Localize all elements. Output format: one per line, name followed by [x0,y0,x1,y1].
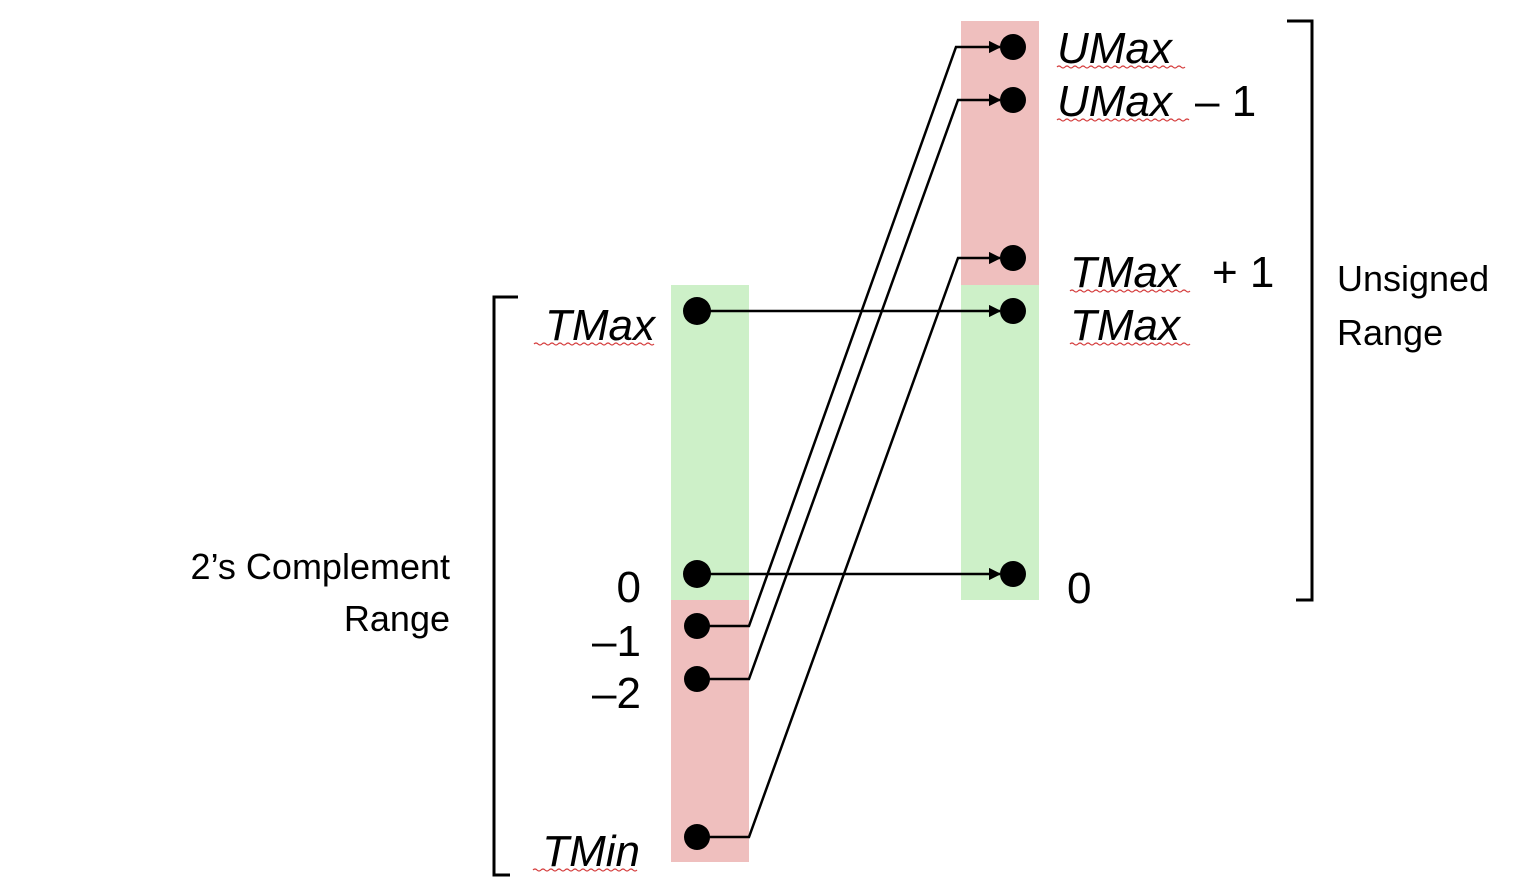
unsigned-umax-label: UMax [1057,24,1174,73]
dot-twos-tmin [684,824,710,850]
dot-unsigned-zero [1000,561,1026,587]
twos-negative-band [671,600,749,862]
spellcheck-underline-tmax-plus-one [1069,289,1191,293]
twos-neg2-label: –2 [592,669,641,718]
unsigned-zero-label: 0 [1067,564,1091,613]
dot-twos-zero [683,560,711,588]
unsigned-umax-minus-one-name: UMax [1057,77,1174,126]
unsigned-tmax-label: TMax [1070,301,1182,350]
unsigned-range-label-line1: Unsigned [1337,258,1489,299]
unsigned-lower-band [961,285,1039,600]
unsigned-tmax-plus-one-suffix: + 1 [1212,248,1274,297]
dot-unsigned-umax [1000,34,1026,60]
twos-complement-range-label-line1: 2’s Complement [191,546,450,587]
spellcheck-underline-umax-minus-one [1056,118,1190,122]
arrow-tmin-to-tmax-plus-one [697,251,1002,839]
twos-complement-range-label-line2: Range [344,598,450,639]
spellcheck-underline-umax [1056,65,1186,69]
twos-neg1-label: –1 [592,617,641,666]
twos-tmin-label: TMin [542,827,640,876]
dot-twos-tmax [683,297,711,325]
unsigned-upper-band [961,21,1039,285]
dot-unsigned-umax-minus-one [1000,87,1026,113]
twos-complement-range-bracket [492,295,518,877]
twos-zero-label: 0 [617,563,641,612]
arrow-neg2-to-umax-minus-one [697,93,1002,681]
spellcheck-underline-unsigned-tmax [1069,342,1191,346]
unsigned-range-bracket [1287,19,1314,602]
dot-unsigned-tmax [1000,298,1026,324]
dot-unsigned-tmax-plus-one [1000,245,1026,271]
unsigned-range-label-line2: Range [1337,312,1443,353]
twos-tmax-label: TMax [545,301,657,350]
dot-twos-neg1 [684,613,710,639]
twos-nonnegative-band [671,285,749,600]
spellcheck-underline-twos-tmax [533,342,655,346]
unsigned-umax-minus-one-suffix: – 1 [1195,77,1256,126]
unsigned-tmax-plus-one-name: TMax [1070,248,1182,297]
arrow-neg1-to-umax [697,40,1002,628]
dot-twos-neg2 [684,666,710,692]
spellcheck-underline-twos-tmin [532,868,638,872]
